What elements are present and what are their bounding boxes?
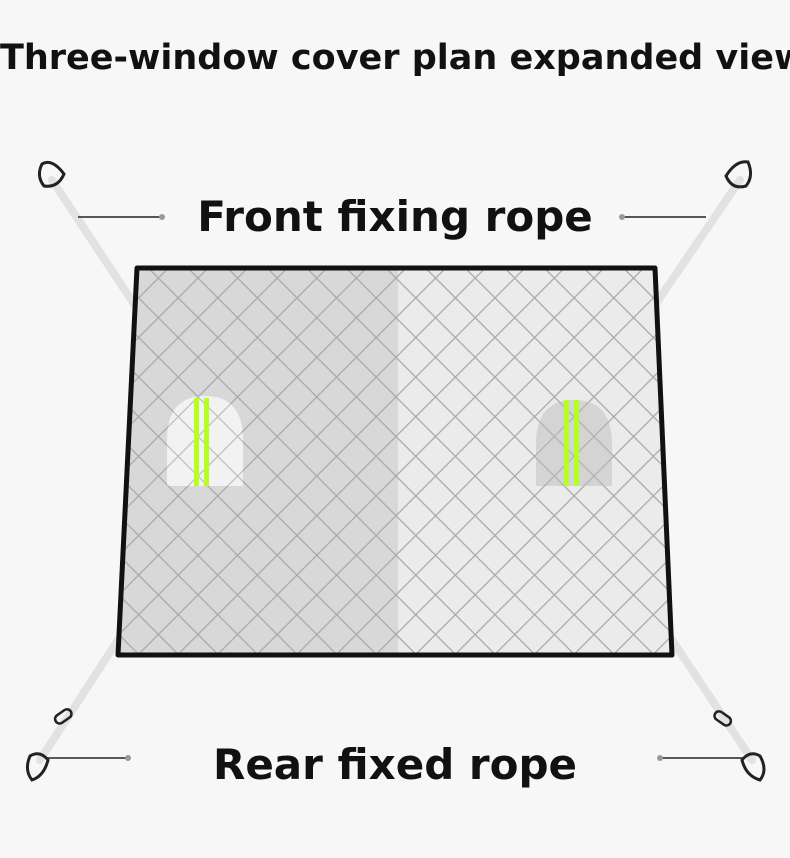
rear-rope-label: Rear fixed rope	[212, 740, 577, 789]
front-rope-label: Front fixing rope	[197, 192, 593, 241]
cover-outline	[115, 265, 675, 658]
page-title: Three-window cover plan expanded view	[0, 38, 790, 78]
mirror-pocket-right	[536, 400, 612, 486]
rope-front-right	[651, 160, 753, 309]
front-leader-right	[619, 214, 706, 220]
window-cover	[118, 268, 672, 655]
rope-rear-left	[25, 636, 122, 782]
front-leader-left	[78, 214, 165, 220]
rope-front-left	[37, 160, 142, 314]
rear-leader-left	[46, 755, 131, 761]
rear-leader-right	[657, 755, 744, 761]
mirror-pocket-left	[167, 396, 243, 486]
rope-rear-right	[668, 636, 766, 782]
